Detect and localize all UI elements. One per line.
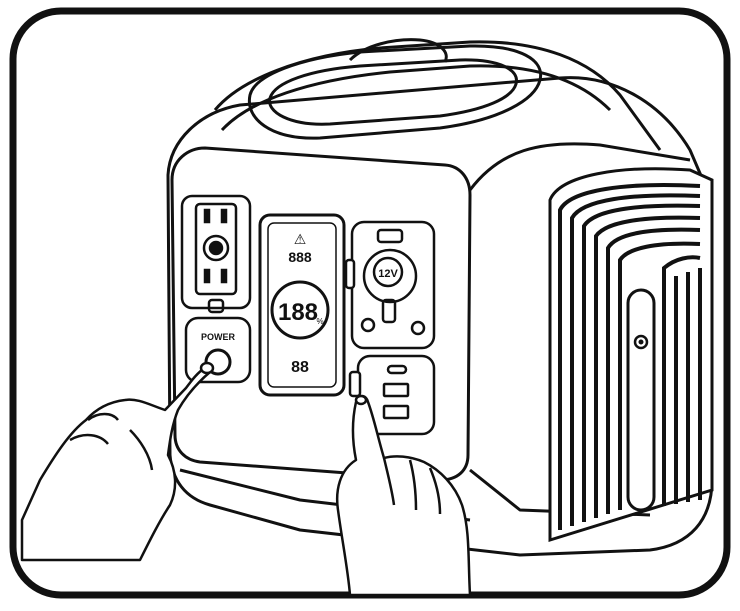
right-hand — [336, 394, 472, 597]
usb-c-port-icon — [386, 364, 408, 375]
usb-a-port-icon — [382, 382, 410, 398]
warning-icon: ⚠ — [294, 231, 307, 247]
lcd-display: ⚠ 888 188 % 88 — [258, 213, 346, 397]
usb-switch-button[interactable] — [348, 370, 362, 398]
usb-a-port-icon — [382, 404, 410, 420]
lcd-percent-sign: % — [316, 317, 323, 326]
usb-port-module — [348, 354, 436, 436]
lcd-top-digits: 888 — [288, 249, 312, 265]
left-hand — [20, 361, 215, 562]
ac-outlet-icon — [180, 194, 252, 314]
carry-handle — [247, 38, 543, 140]
car-socket-icon: 12V — [344, 220, 436, 350]
lcd-percent-digits: 188 — [278, 299, 318, 326]
power-button[interactable]: POWER — [184, 316, 252, 384]
dc-12v-label: 12V — [378, 268, 398, 280]
side-vent — [548, 167, 714, 543]
lcd-bottom-digits: 88 — [291, 359, 309, 376]
power-label: POWER — [201, 332, 236, 342]
